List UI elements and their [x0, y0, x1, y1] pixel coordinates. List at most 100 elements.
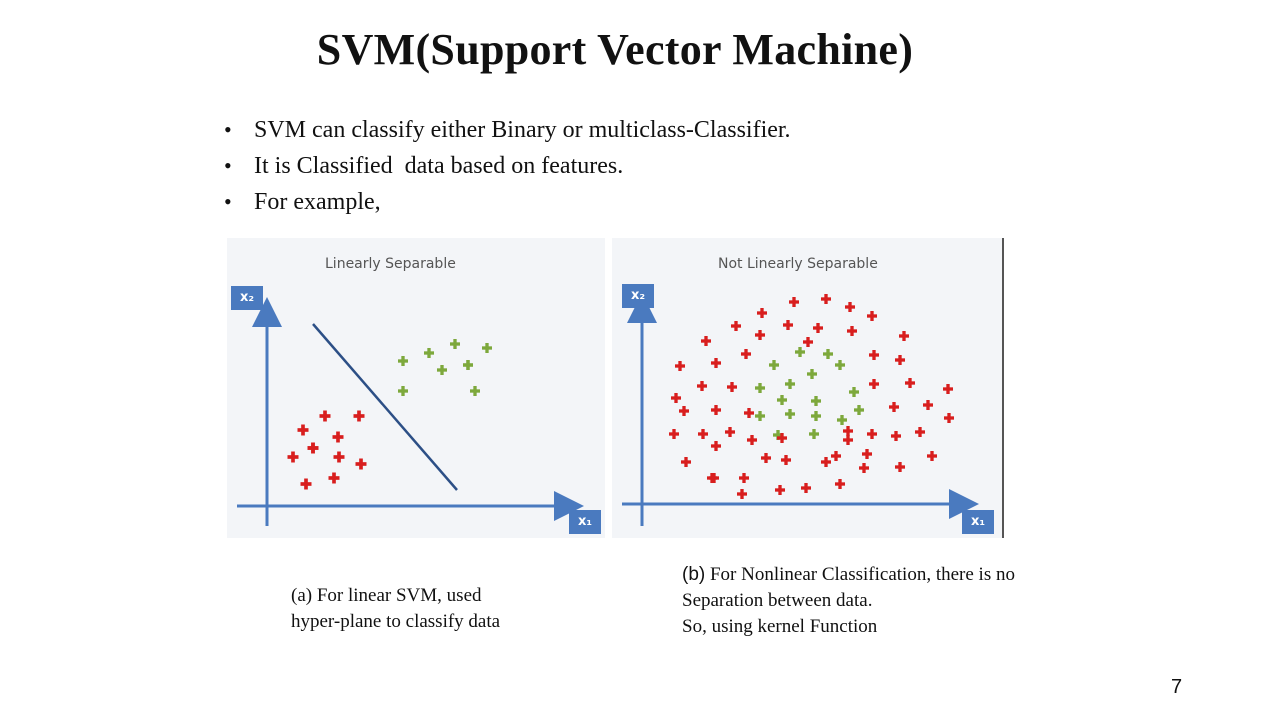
caption-a-prefix: (a) [291, 585, 313, 606]
green-class-point [811, 411, 821, 421]
nonlinear-plot [622, 293, 979, 526]
red-class-point [307, 442, 319, 454]
red-class-point [761, 453, 771, 463]
green-class-point [482, 343, 492, 353]
linear-plot-title: Linearly Separable [325, 256, 456, 272]
red-class-point [867, 429, 877, 439]
green-class-point [450, 339, 460, 349]
red-class-point [697, 381, 707, 391]
red-class-point [741, 349, 751, 359]
red-class-point [711, 441, 721, 451]
red-class-point [899, 331, 909, 341]
green-class-point [785, 379, 795, 389]
red-class-point [711, 405, 721, 415]
bullet-list: • SVM can classify either Binary or multi… [222, 112, 791, 220]
red-class-point [801, 483, 811, 493]
green-class-point [437, 365, 447, 375]
nonlinear-figure: Not Linearly Separable x₂ x₁ [612, 238, 1004, 538]
bullet-dot: • [224, 189, 232, 214]
green-class-point [769, 360, 779, 370]
page-number: 7 [1171, 676, 1183, 698]
red-class-point [862, 449, 872, 459]
red-class-point [867, 311, 877, 321]
caption-a: (a) For linear SVM, used hyper-plane to … [291, 583, 591, 635]
red-class-point [869, 379, 879, 389]
green-class-point [807, 369, 817, 379]
green-class-point [785, 409, 795, 419]
x-axis-label: x₁ [962, 510, 994, 534]
bullet-dot: • [224, 153, 232, 178]
green-class-point [811, 396, 821, 406]
bullet-text: SVM can classify either Binary or multic… [254, 117, 791, 143]
green-class-point [809, 429, 819, 439]
red-class-point [332, 431, 344, 443]
red-class-point [915, 427, 925, 437]
red-class-point [944, 413, 954, 423]
nonlinear-plot-title: Not Linearly Separable [718, 256, 878, 272]
red-class-point [777, 433, 787, 443]
bullet-item: • It is Classified data based on features… [222, 148, 791, 184]
green-class-point [463, 360, 473, 370]
green-class-point [773, 430, 783, 440]
red-class-point [353, 410, 365, 422]
green-class-point [777, 395, 787, 405]
green-class-point [795, 347, 805, 357]
nonlinear-points [669, 294, 954, 499]
caption-b: (b) For Nonlinear Classification, there … [682, 562, 1142, 640]
red-class-point [739, 473, 749, 483]
green-class-point [849, 387, 859, 397]
linear-figure: Linearly Separable x₂ x₁ [227, 238, 605, 538]
red-class-point [725, 427, 735, 437]
red-class-point [747, 435, 757, 445]
caption-a-line2: hyper-plane to classify data [291, 611, 501, 632]
red-class-point [821, 457, 831, 467]
red-class-point [859, 463, 869, 473]
green-class-point [835, 360, 845, 370]
red-class-point [889, 402, 899, 412]
caption-b-line3: So, using kernel Function [682, 616, 878, 637]
green-class-point [398, 356, 408, 366]
green-class-point [755, 383, 765, 393]
red-class-point [803, 337, 813, 347]
red-class-point [905, 378, 915, 388]
red-class-point [731, 321, 741, 331]
red-class-point [845, 302, 855, 312]
red-class-point [821, 294, 831, 304]
red-class-point [843, 426, 853, 436]
red-class-point [789, 297, 799, 307]
bullet-item: • For example, [222, 184, 791, 220]
red-class-point [333, 451, 345, 463]
bullet-item: • SVM can classify either Binary or multi… [222, 112, 791, 148]
red-class-point [755, 330, 765, 340]
red-class-point [671, 393, 681, 403]
red-class-point [891, 431, 901, 441]
red-class-point [679, 406, 689, 416]
caption-a-text1: For linear SVM, used [316, 585, 482, 606]
red-class-point [744, 408, 754, 418]
caption-b-text1: For Nonlinear Classification, there is n… [709, 564, 1015, 585]
green-class-point [823, 349, 833, 359]
red-class-point [781, 455, 791, 465]
red-class-point [831, 451, 841, 461]
green-class-point [470, 386, 480, 396]
caption-b-line1: (b) For Nonlinear Classification, there … [682, 562, 1142, 588]
red-class-point [783, 320, 793, 330]
red-class-point [698, 429, 708, 439]
red-class-point [923, 400, 933, 410]
green-class-point [398, 386, 408, 396]
red-class-point [775, 485, 785, 495]
bullet-text: It is Classified data based on features. [254, 153, 624, 179]
bullet-dot: • [224, 117, 232, 142]
red-class-point [843, 435, 853, 445]
red-class-point [355, 458, 367, 470]
red-class-point [287, 451, 299, 463]
red-class-point [835, 479, 845, 489]
bullet-text: For example, [254, 189, 381, 215]
red-class-point [319, 410, 331, 422]
linear-points [287, 339, 492, 490]
red-class-point [895, 462, 905, 472]
red-class-point [328, 472, 340, 484]
hyperplane-line [312, 323, 458, 491]
caption-b-prefix: (b) [682, 564, 706, 585]
y-axis-label: x₂ [231, 286, 263, 310]
